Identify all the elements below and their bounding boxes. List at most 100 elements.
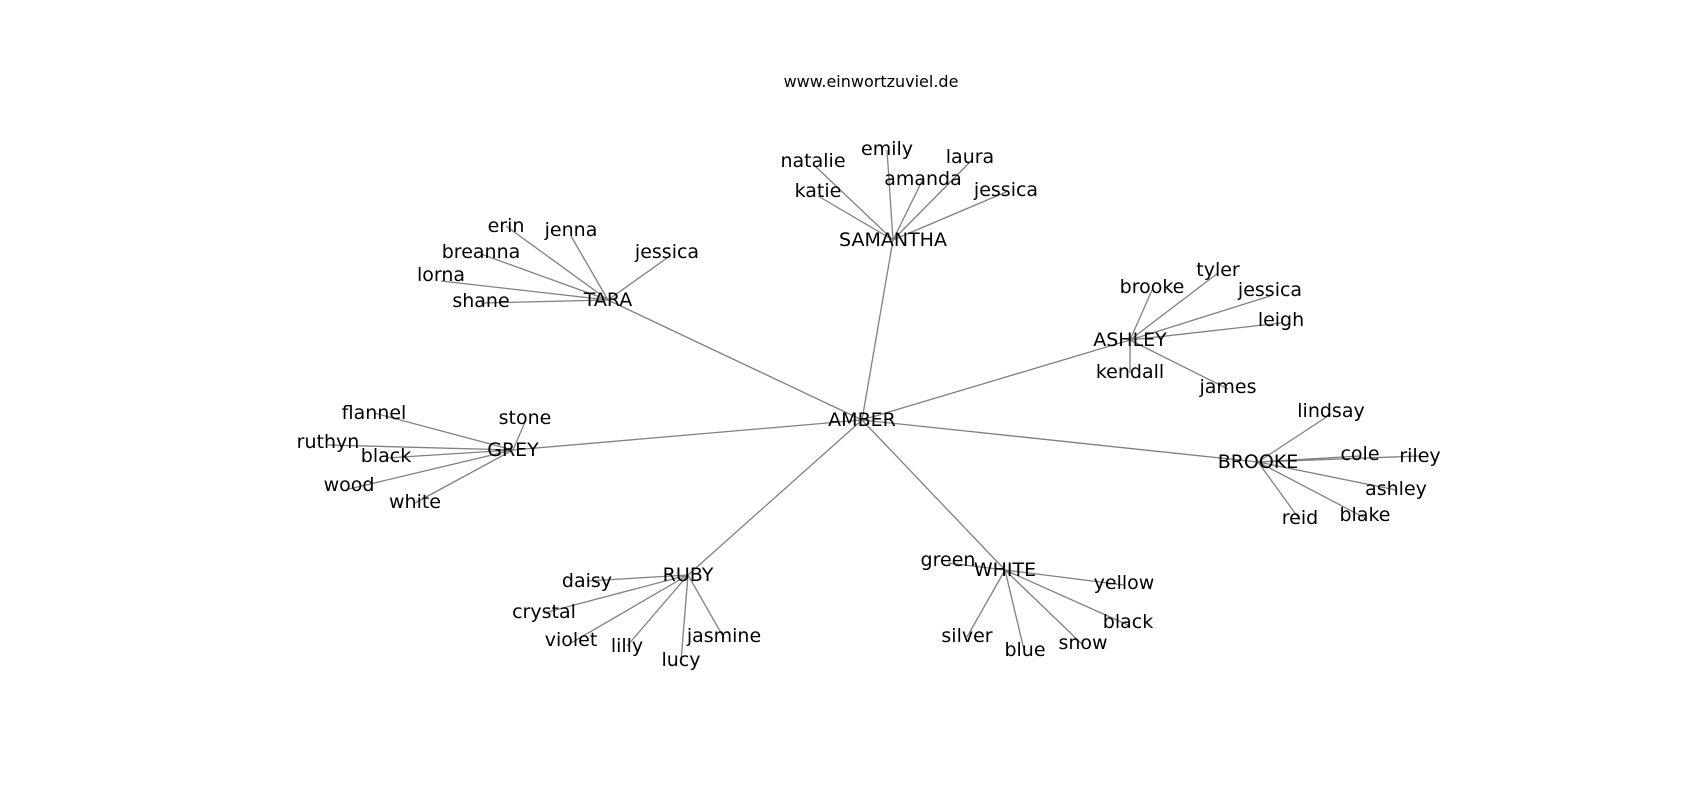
- cluster-node-brooke: BROOKE: [1218, 451, 1299, 473]
- leaf-node-white-snow: snow: [1058, 632, 1107, 654]
- leaf-node-ashley-tyler: tyler: [1196, 259, 1240, 281]
- edges-layer: [327, 149, 1421, 662]
- edge-grey-black: [385, 449, 514, 459]
- leaf-node-white-silver: silver: [941, 625, 992, 647]
- leaf-node-white-yellow: yellow: [1094, 572, 1155, 594]
- leaf-node-white-blue: blue: [1004, 639, 1045, 661]
- leaf-node-samantha-katie: katie: [795, 180, 842, 202]
- leaf-node-samantha-amanda: amanda: [884, 168, 962, 190]
- leaf-node-ashley-jessica: jessica: [1237, 279, 1302, 301]
- leaf-node-samantha-emily: emily: [861, 138, 913, 160]
- edge-ruby-violet: [570, 574, 689, 644]
- edge-grey-flannel: [373, 412, 514, 451]
- leaf-node-tara-shane: shane: [452, 290, 509, 312]
- leaf-node-brooke-ashley: ashley: [1365, 478, 1427, 500]
- edge-tara-jessica: [607, 257, 668, 301]
- edge-root-white: [861, 419, 1006, 571]
- leaf-node-ruby-lilly: lilly: [611, 635, 643, 657]
- leaf-node-brooke-blake: blake: [1340, 504, 1391, 526]
- edge-grey-stone: [512, 421, 526, 451]
- leaf-node-samantha-natalie: natalie: [780, 150, 845, 172]
- edge-white-snow: [1004, 569, 1084, 646]
- edge-tara-erin: [505, 225, 609, 301]
- leaf-node-brooke-cole: cole: [1340, 443, 1379, 465]
- edge-ruby-crystal: [543, 574, 689, 614]
- leaf-node-grey-ruthyn: ruthyn: [297, 431, 360, 453]
- edge-root-grey: [512, 419, 863, 451]
- edge-root-samantha: [861, 239, 894, 421]
- edge-root-tara: [607, 299, 863, 421]
- leaf-node-grey-wood: wood: [324, 474, 375, 496]
- edge-tara-shane: [480, 299, 609, 304]
- edge-ashley-brooke: [1129, 289, 1153, 341]
- source-caption: www.einwortzuviel.de: [783, 72, 959, 91]
- leaf-node-tara-jessica: jessica: [634, 241, 699, 263]
- edge-ruby-lilly: [626, 574, 689, 647]
- edge-root-brooke: [861, 419, 1259, 463]
- edge-root-ashley: [861, 339, 1131, 421]
- edge-white-yellow: [1004, 569, 1125, 586]
- leaf-node-tara-lorna: lorna: [417, 264, 465, 286]
- root-node-label: AMBER: [828, 409, 896, 431]
- edge-samantha-natalie: [814, 165, 894, 241]
- edge-tara-lorna: [440, 280, 609, 301]
- leaf-node-white-green: green: [921, 549, 976, 571]
- edge-samantha-emily: [886, 149, 894, 241]
- leaf-node-ruby-jasmine: jasmine: [686, 625, 761, 647]
- leaf-node-brooke-lindsay: lindsay: [1297, 400, 1364, 422]
- leaf-node-samantha-laura: laura: [946, 146, 994, 168]
- edge-root-ruby: [687, 419, 863, 576]
- leaf-node-grey-stone: stone: [499, 407, 552, 429]
- cluster-node-tara: TARA: [583, 289, 633, 311]
- edge-brooke-lindsay: [1257, 413, 1332, 463]
- edge-ashley-jessica: [1129, 295, 1271, 341]
- leaf-node-ashley-kendall: kendall: [1096, 361, 1164, 383]
- leaf-node-grey-black: black: [361, 445, 411, 467]
- edge-white-green: [947, 562, 1006, 571]
- leaf-node-grey-flannel: flannel: [342, 402, 407, 424]
- edge-samantha-laura: [892, 161, 971, 241]
- cluster-node-samantha: SAMANTHA: [839, 229, 947, 251]
- cluster-node-ruby: RUBY: [663, 564, 714, 586]
- leaf-node-samantha-jessica: jessica: [973, 179, 1038, 201]
- edge-tara-jenna: [570, 235, 609, 301]
- labels-layer: AMBER SAMANTHA natalie emily laura katie amand…: [297, 138, 1441, 671]
- leaf-node-tara-breanna: breanna: [442, 241, 521, 263]
- edge-grey-white: [414, 449, 514, 504]
- leaf-node-white-black: black: [1103, 611, 1153, 633]
- cluster-node-grey: GREY: [487, 439, 539, 461]
- edge-ashley-tyler: [1129, 272, 1219, 341]
- leaf-node-ruby-lucy: lucy: [661, 649, 700, 671]
- leaf-node-grey-white: white: [389, 491, 441, 513]
- edge-grey-ruthyn: [327, 444, 514, 451]
- edge-samantha-katie: [817, 195, 894, 241]
- edge-brooke-reid: [1257, 461, 1301, 521]
- leaf-node-ruby-violet: violet: [545, 629, 598, 651]
- edge-ashley-james: [1129, 339, 1229, 390]
- edge-ruby-daisy: [586, 574, 689, 582]
- leaf-node-ruby-daisy: daisy: [562, 570, 612, 592]
- leaf-node-tara-jenna: jenna: [544, 219, 598, 241]
- edge-white-blue: [1004, 569, 1026, 655]
- leaf-node-ashley-leigh: leigh: [1258, 309, 1304, 331]
- edge-samantha-jessica: [892, 191, 1007, 241]
- leaf-node-ruby-crystal: crystal: [512, 601, 576, 623]
- edge-ashley-leigh: [1129, 322, 1282, 341]
- edge-grey-wood: [348, 449, 514, 490]
- leaf-node-brooke-reid: reid: [1282, 507, 1318, 529]
- cluster-node-white: WHITE: [974, 559, 1036, 581]
- edge-brooke-blake: [1257, 461, 1366, 519]
- edge-ruby-jasmine: [687, 574, 725, 639]
- edge-white-silver: [966, 569, 1006, 638]
- edge-brooke-ashley: [1257, 461, 1397, 491]
- edge-tara-breanna: [480, 253, 609, 301]
- edge-ruby-lucy: [680, 574, 689, 662]
- edge-samantha-amanda: [892, 178, 924, 241]
- leaf-node-ashley-james: james: [1198, 376, 1256, 398]
- edge-white-black: [1004, 569, 1129, 626]
- leaf-node-tara-erin: erin: [488, 215, 525, 237]
- leaf-node-ashley-brooke: brooke: [1120, 276, 1185, 298]
- edge-brooke-riley: [1257, 455, 1421, 463]
- cluster-node-ashley: ASHLEY: [1093, 329, 1167, 351]
